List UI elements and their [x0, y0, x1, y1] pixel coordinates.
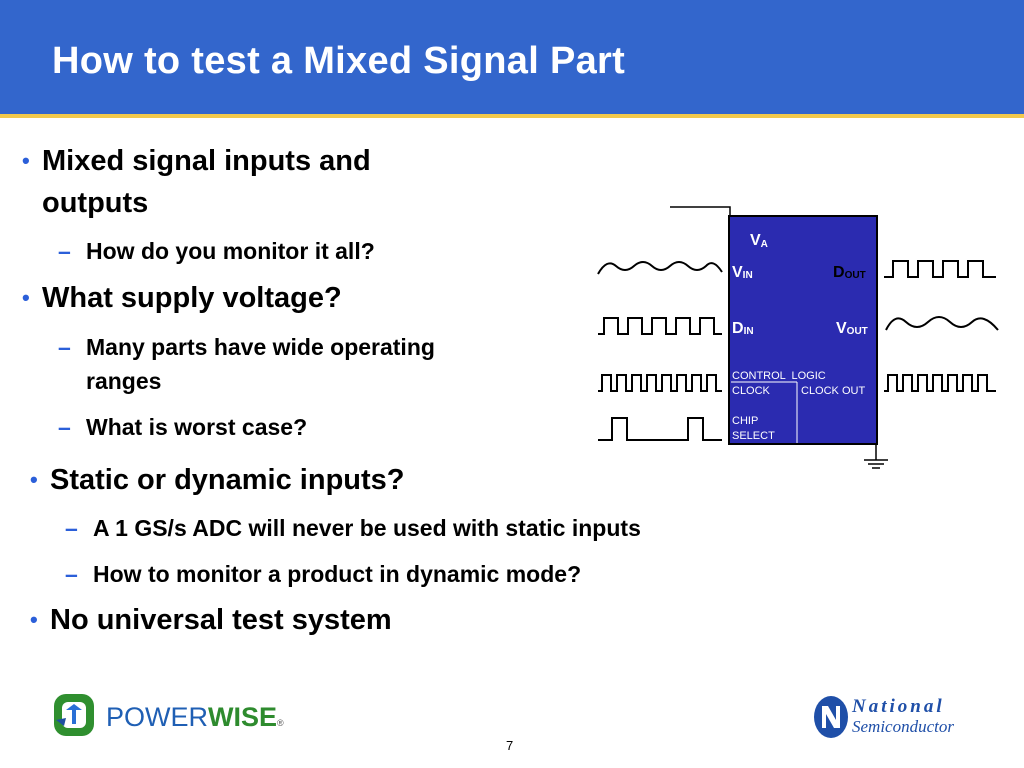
bullet-static-dynamic: • Static or dynamic inputs? — [30, 459, 405, 501]
bullet-text: Static or dynamic inputs? — [50, 464, 405, 496]
label-va: VA — [750, 232, 768, 250]
bullet-text: No universal test system — [50, 604, 392, 636]
square-wave-din — [598, 317, 722, 335]
powerwise-wise-text: WISE — [208, 702, 278, 732]
subbullet-text: A 1 GS/s ADC will never be used with sta… — [93, 515, 641, 541]
powerwise-power-text: POWER — [106, 702, 209, 732]
square-wave-dout — [884, 260, 996, 278]
sine-wave-output — [885, 316, 999, 331]
slide-title: How to test a Mixed Signal Part — [52, 40, 626, 82]
subbullet-text-line2: ranges — [86, 368, 162, 394]
label-select: SELECT — [732, 430, 775, 442]
powerwise-logo: POWERWISE® — [50, 690, 284, 742]
subbullet-wide-ranges: – Many parts have wide operating ranges — [58, 330, 435, 398]
clock-wave-output — [884, 374, 996, 392]
subbullet-adc: – A 1 GS/s ADC will never be used with s… — [65, 511, 641, 545]
bullet-supply-voltage: • What supply voltage? — [22, 277, 342, 319]
bullet-text-line2: outputs — [42, 187, 149, 219]
subbullet-text: What is worst case? — [86, 414, 308, 440]
clock-wave-input — [598, 374, 722, 392]
dash-icon: – — [58, 334, 71, 360]
semiconductor-text: Semiconductor — [852, 717, 954, 736]
bullet-dot-icon: • — [22, 285, 30, 310]
header-accent-line — [0, 114, 1024, 118]
label-dout: DOUT — [833, 264, 866, 281]
dash-icon: – — [65, 515, 78, 541]
label-din: DIN — [732, 320, 754, 337]
bullet-text: What supply voltage? — [42, 282, 342, 314]
subbullet-text: How to monitor a product in dynamic mode… — [93, 561, 582, 587]
label-vout: VOUT — [836, 320, 868, 337]
chip-body — [728, 215, 878, 445]
label-control-logic: CONTROL LOGIC — [732, 370, 826, 382]
subbullet-worst-case: – What is worst case? — [58, 410, 308, 444]
subbullet-text-line1: Many parts have wide operating — [86, 334, 435, 360]
label-clock: CLOCK — [732, 385, 771, 397]
header-bar — [0, 0, 1024, 114]
subbullet-dynamic-mode: – How to monitor a product in dynamic mo… — [65, 557, 582, 591]
supply-line — [670, 206, 731, 217]
bullet-dot-icon: • — [22, 148, 30, 173]
national-text: National — [852, 696, 945, 717]
dash-icon: – — [65, 561, 78, 587]
label-vin: VIN — [732, 264, 753, 281]
ground-icon — [864, 444, 888, 469]
bullet-mixed-signal: • Mixed signal inputs and outputs — [22, 140, 371, 224]
dash-icon: – — [58, 238, 71, 264]
powerwise-emblem-icon — [54, 694, 94, 736]
national-n-emblem-icon — [814, 696, 848, 738]
sine-wave-input — [597, 261, 723, 275]
label-chip: CHIP — [732, 415, 758, 427]
bullet-dot-icon: • — [30, 467, 38, 492]
subbullet-text: How do you monitor it all? — [86, 238, 375, 264]
chip-select-wave — [598, 417, 722, 441]
bullet-text-line1: Mixed signal inputs and — [42, 145, 371, 177]
mixed-signal-diagram: VA VIN DOUT DIN VOUT CONTROL LOGIC CLOCK… — [597, 206, 999, 469]
label-clock-out: CLOCK OUT — [801, 385, 865, 397]
national-semiconductor-logo: National Semiconductor — [812, 694, 982, 744]
bullet-no-universal: • No universal test system — [30, 599, 392, 641]
bullet-dot-icon: • — [30, 607, 38, 632]
powerwise-wordmark: POWERWISE® — [106, 702, 284, 732]
page-number: 7 — [506, 738, 514, 753]
subbullet-monitor: – How do you monitor it all? — [58, 234, 375, 268]
dash-icon: – — [58, 414, 71, 440]
